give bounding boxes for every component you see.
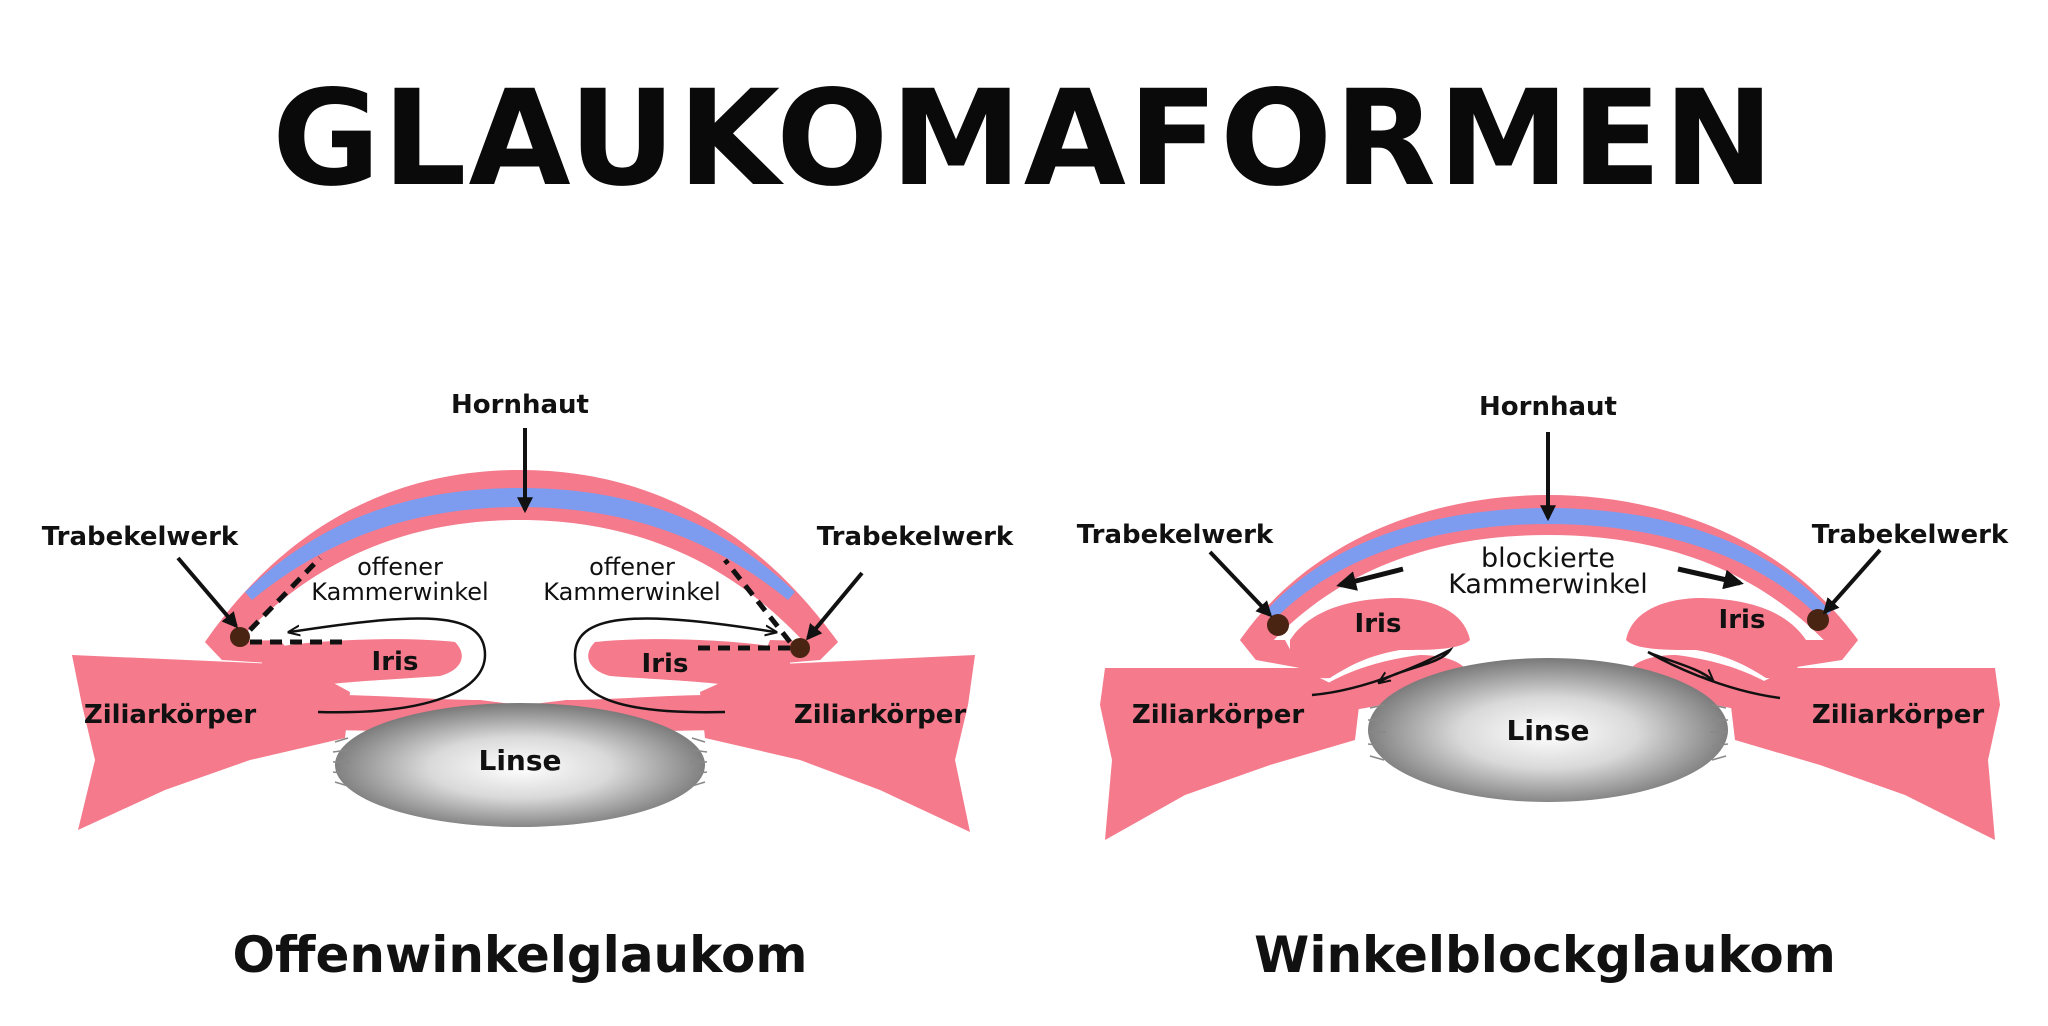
angle-left-line2: Kammerwinkel: [311, 578, 488, 606]
cornea-label: Hornhaut: [451, 390, 589, 420]
lens-label: Linse: [478, 744, 561, 777]
angle-left-line1: offener: [357, 553, 443, 581]
lens-label: Linse: [1506, 714, 1589, 747]
cornea-inner-layer: [1265, 508, 1831, 620]
trabecular-left: [230, 627, 250, 647]
trabecular-right-label: Trabekelwerk: [1812, 520, 2009, 550]
ciliary-body-left: [1100, 668, 1360, 840]
trabecular-left: [1267, 614, 1289, 636]
trabecular-left-label: Trabekelwerk: [1077, 520, 1274, 550]
iris-right-label: Iris: [1719, 605, 1766, 635]
iris-left-label: Iris: [1355, 609, 1402, 639]
open-angle-eye: Hornhaut Trabekelwerk Trabekelwerk offen…: [42, 390, 1014, 984]
angle-right-line1: offener: [589, 553, 675, 581]
angle-right-line2: Kammerwinkel: [543, 578, 720, 606]
caption-closed-angle: Winkelblockglaukom: [1254, 926, 1836, 984]
angle-label-line1: blockierte: [1481, 543, 1615, 574]
iris-right: [588, 639, 790, 690]
iris-left: [262, 639, 462, 690]
lens: [1368, 658, 1728, 802]
iris-left-label: Iris: [372, 647, 419, 677]
lens: [335, 703, 705, 827]
ciliary-left-label: Ziliarkörper: [84, 700, 256, 730]
angle-label-line2: Kammerwinkel: [1448, 569, 1648, 600]
ciliary-left-label: Ziliarkörper: [1132, 700, 1304, 730]
trabecular-right-label: Trabekelwerk: [817, 522, 1014, 552]
iris-right: [1626, 598, 1806, 679]
trabecular-right: [1807, 609, 1829, 631]
caption-open-angle: Offenwinkelglaukom: [232, 926, 807, 984]
ciliary-right-label: Ziliarkörper: [794, 700, 966, 730]
cornea-inner-layer: [245, 488, 795, 600]
trabecular-left-label: Trabekelwerk: [42, 522, 239, 552]
iris-right-label: Iris: [642, 649, 689, 679]
closed-angle-eye: Hornhaut Trabekelwerk Trabekelwerk block…: [1077, 392, 2009, 984]
trabecular-right: [790, 638, 810, 658]
cornea-label: Hornhaut: [1479, 392, 1617, 422]
iris-left: [1290, 598, 1470, 679]
ciliary-body-right: [1730, 668, 2000, 840]
ciliary-right-label: Ziliarkörper: [1812, 700, 1984, 730]
page-title: GLAUKOMAFORMEN: [272, 62, 1776, 216]
